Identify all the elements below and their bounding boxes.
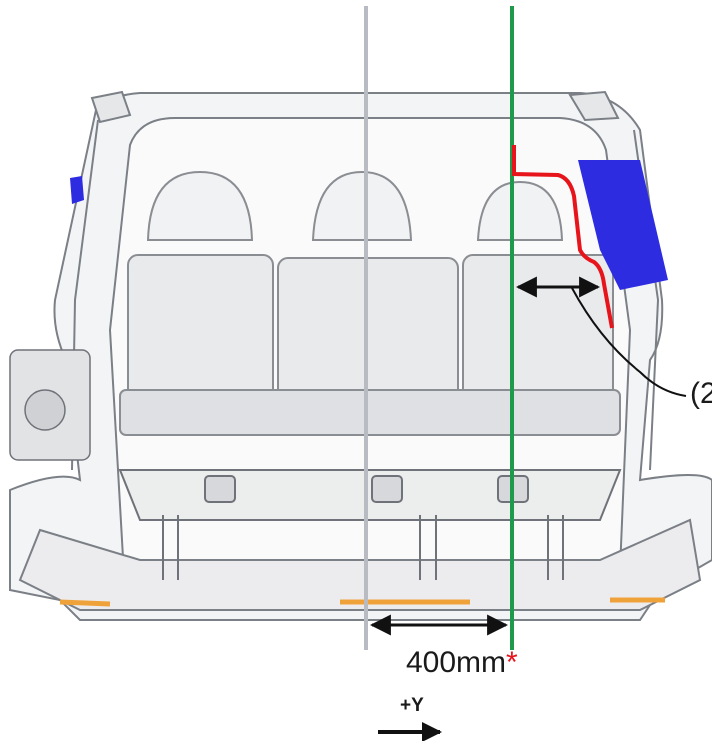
seat-rail-frame <box>118 469 622 521</box>
left-roof-spoiler <box>90 90 132 124</box>
highlighted-side-panel <box>578 160 668 290</box>
seat-leg-left <box>162 515 179 580</box>
headrest-left <box>146 170 254 241</box>
underbody-trim <box>59 597 665 607</box>
rear-seat-backs <box>119 254 621 436</box>
headrests <box>146 170 564 241</box>
note-asterisk: * <box>506 646 518 679</box>
seat-leg-right <box>547 515 564 580</box>
headrest-right <box>476 180 564 241</box>
left-side-mechanism <box>9 349 91 461</box>
seat-back-right <box>462 254 614 406</box>
seat-latch-center <box>371 475 403 503</box>
callout-leader-line <box>571 287 687 397</box>
y-axis-label: +Y <box>400 695 424 716</box>
seat-base-frame <box>118 469 622 580</box>
highlighted-left-patch <box>70 176 84 204</box>
seat-back-left <box>127 254 274 406</box>
right-roof-spoiler <box>568 90 620 122</box>
offset-dimension-value: 400mm <box>406 646 507 679</box>
callout-label: (2 <box>690 377 712 410</box>
mechanism-motor <box>24 389 66 431</box>
headrest-center <box>311 170 413 241</box>
offset-dimension-label: 400mm* <box>406 646 518 680</box>
profile-line <box>512 145 614 329</box>
seat-cushion-bar <box>119 389 621 436</box>
rear-bumper <box>18 518 702 611</box>
seat-latch-left <box>204 475 236 503</box>
seat-leg-center <box>419 515 437 580</box>
